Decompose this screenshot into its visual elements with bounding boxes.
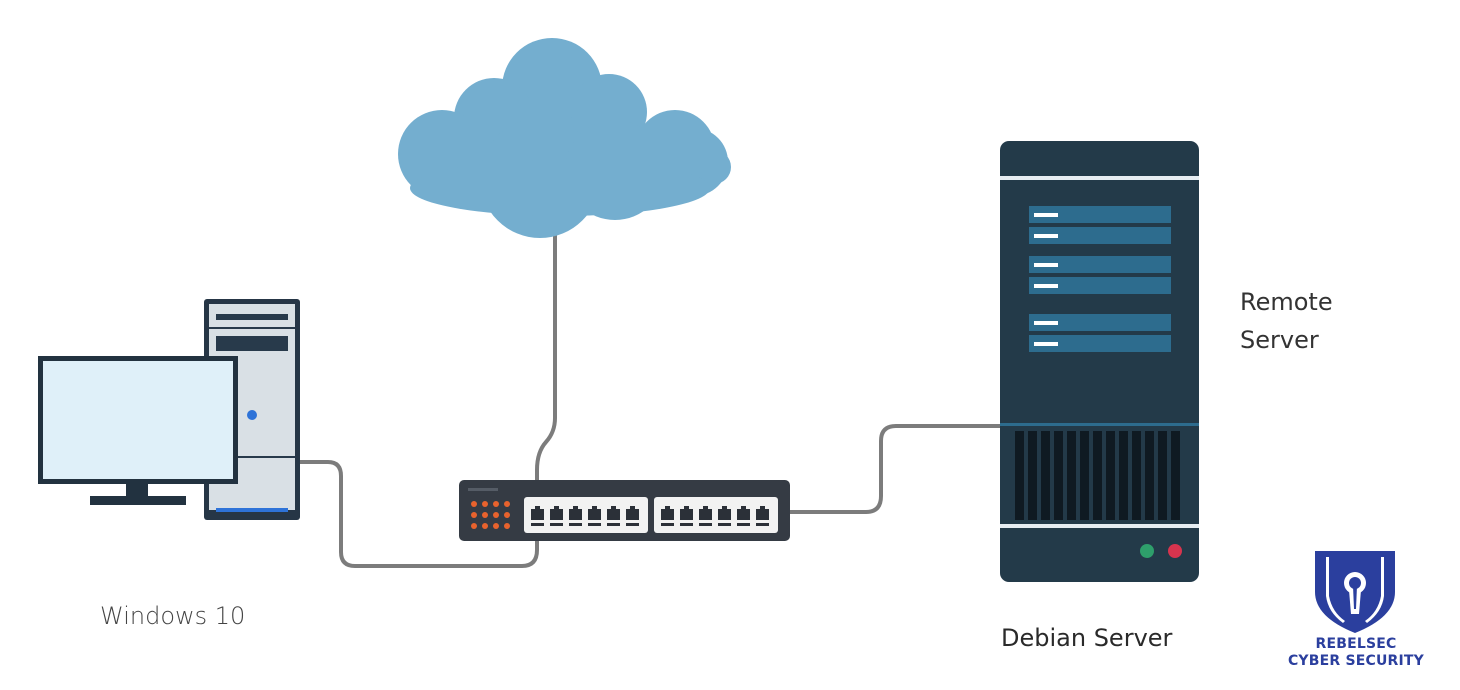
ethernet-ports: [531, 506, 769, 526]
cable-cloud-to-switch: [535, 230, 557, 522]
status-leds: [471, 501, 510, 529]
server-rack-icon: [1000, 141, 1199, 582]
desktop-computer-icon: [38, 299, 300, 520]
status-light-red: [1168, 544, 1182, 558]
logo-text: REBELSEC CYBER SECURITY: [1278, 636, 1434, 670]
label-debian-server: Debian Server: [1001, 624, 1173, 652]
vent-grill: [1015, 431, 1180, 520]
status-light-green: [1140, 544, 1154, 558]
label-remote-line2: Server: [1240, 326, 1319, 354]
label-remote-server: Remote Server: [1240, 283, 1333, 359]
label-windows-10: Windows 10: [100, 602, 246, 630]
cable-pc-to-switch: [294, 460, 539, 568]
logo-text-line2: CYBER SECURITY: [1287, 653, 1425, 669]
cloud-icon: [398, 38, 731, 238]
network-switch-icon: [459, 480, 790, 541]
cables: [294, 230, 1004, 568]
logo-text-line1: REBELSEC: [1315, 636, 1397, 652]
shield-keyhole-icon: [1315, 551, 1395, 633]
drive-slots: [1029, 206, 1171, 352]
cable-switch-to-server: [763, 424, 1004, 514]
label-remote-line1: Remote: [1240, 288, 1333, 316]
